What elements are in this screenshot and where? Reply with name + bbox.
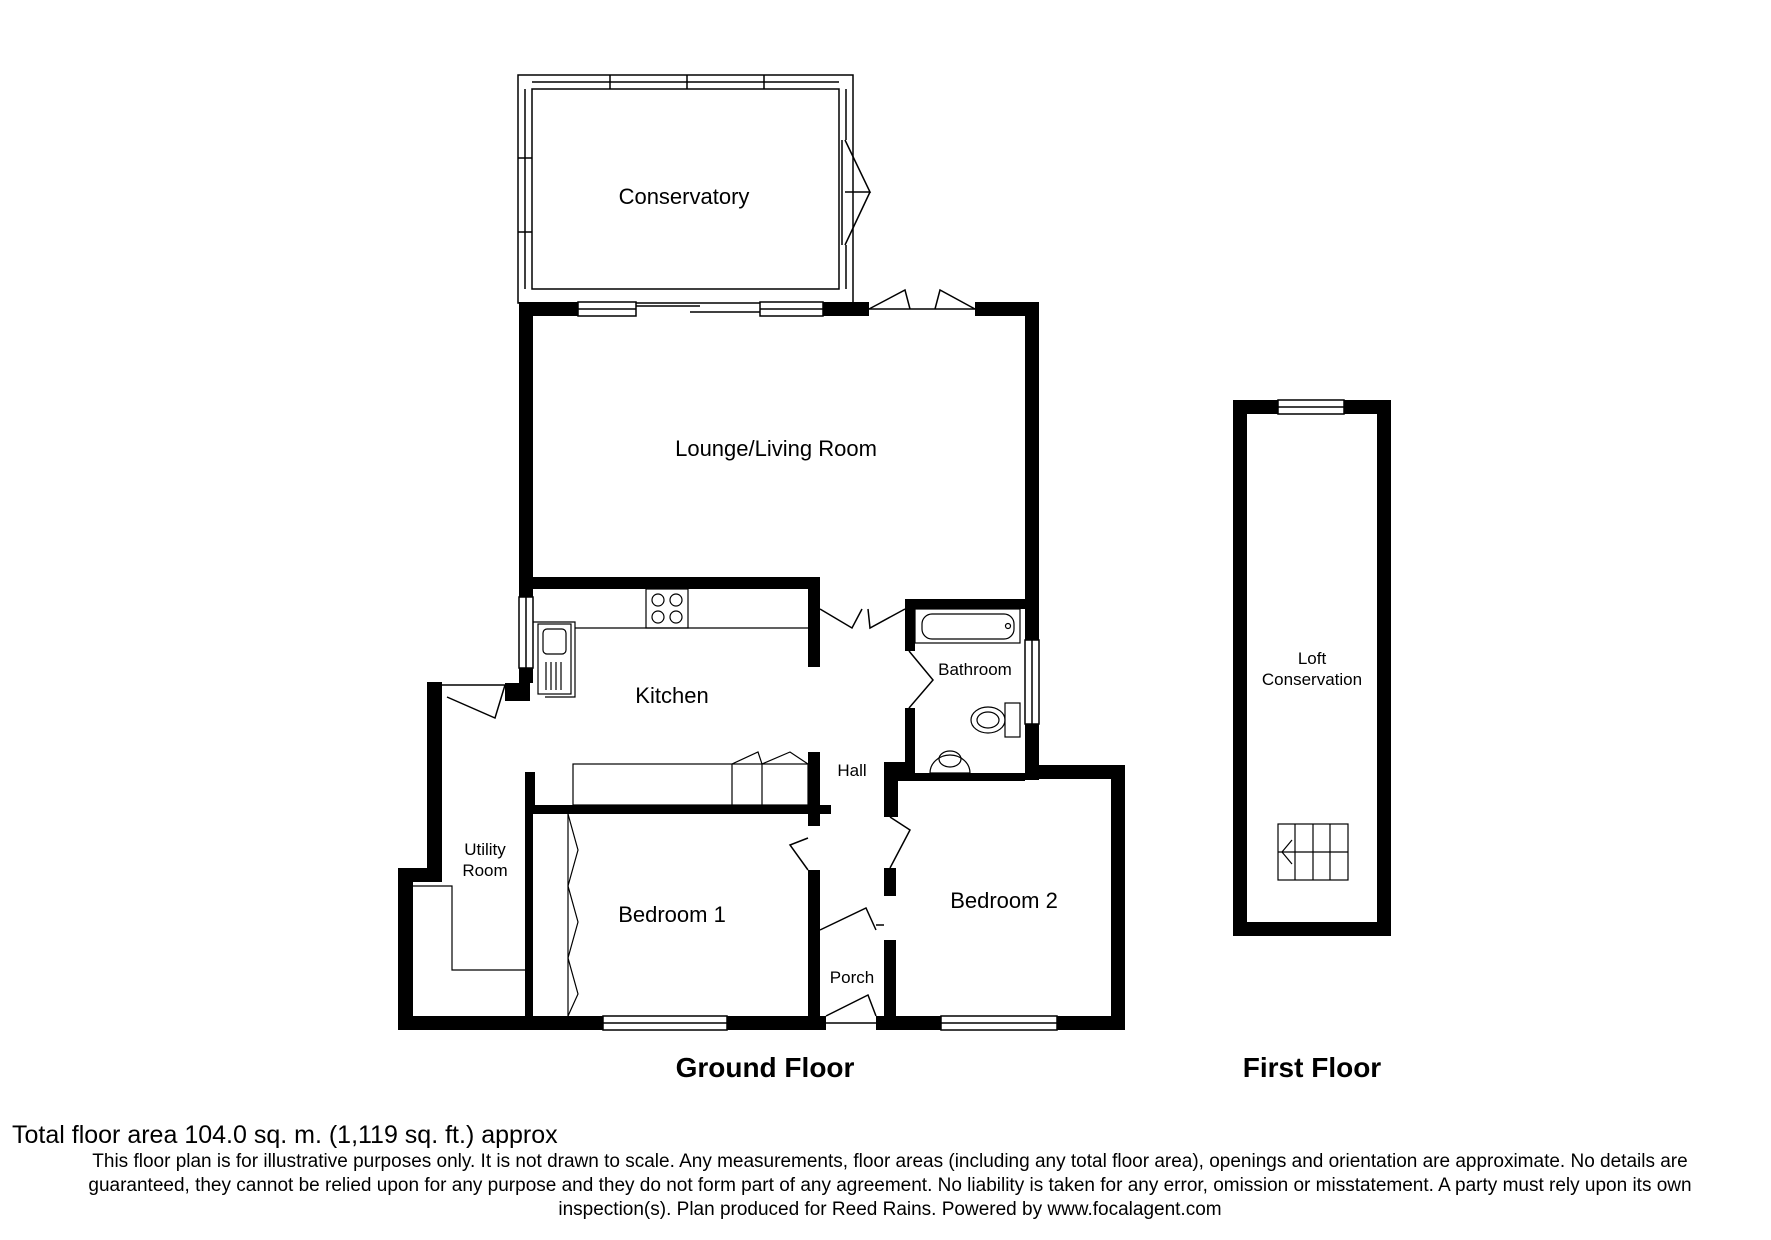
- utility-walls: [398, 682, 826, 1030]
- conservatory-side-door: [841, 139, 872, 246]
- bathroom-label: Bathroom: [938, 660, 1012, 679]
- bedroom2-label: Bedroom 2: [950, 888, 1058, 913]
- loft-label-line2: Conservation: [1262, 670, 1362, 689]
- kitchen-cupboard-doors: [731, 751, 809, 765]
- toilet-icon: [970, 702, 1021, 738]
- first-floor-plan: [1233, 399, 1391, 936]
- utility-label-line2: Room: [462, 861, 507, 880]
- lounge-label: Lounge/Living Room: [675, 436, 877, 461]
- conservatory-label: Conservatory: [619, 184, 750, 209]
- bedroom1-door: [788, 837, 809, 871]
- kitchen-window: [518, 596, 534, 669]
- bedroom2-walls: [884, 762, 1125, 1030]
- lounge-walls: [519, 302, 1039, 767]
- bathroom-walls: [884, 599, 1039, 781]
- bath-icon: [914, 608, 1021, 644]
- bathroom-door: [908, 650, 934, 709]
- kitchen-label: Kitchen: [635, 683, 708, 708]
- loft-walls: [1233, 400, 1391, 936]
- porch-inner-door: [819, 906, 884, 931]
- staircase-icon: [1277, 823, 1349, 881]
- porch-walls: [808, 927, 896, 1030]
- porch-front-door: [825, 993, 877, 1024]
- hob-icon: [645, 588, 689, 629]
- lounge-french-doors: [868, 288, 976, 310]
- bathroom-window: [1024, 639, 1040, 725]
- bedroom2-door: [889, 816, 911, 869]
- basin-icon: [929, 750, 971, 774]
- sink-icon: [537, 623, 572, 695]
- first-floor-title: First Floor: [1243, 1052, 1382, 1083]
- utility-door: [442, 684, 506, 720]
- bedroom2-window: [940, 1015, 1058, 1031]
- loft-window: [1277, 399, 1345, 415]
- lounge-top-openings: [577, 301, 824, 317]
- bedroom1-label: Bedroom 1: [618, 902, 726, 927]
- disclaimer-text: This floor plan is for illustrative purp…: [88, 1151, 1692, 1220]
- ground-floor-plan: [398, 74, 1125, 1031]
- bedroom1-wardrobe: [567, 813, 579, 1017]
- loft-label-line1: Loft: [1298, 649, 1327, 668]
- porch-label: Porch: [830, 968, 874, 987]
- total-floor-area: Total floor area 104.0 sq. m. (1,119 sq.…: [12, 1121, 558, 1149]
- ground-floor-title: Ground Floor: [676, 1052, 855, 1083]
- bedroom1-window: [602, 1015, 728, 1031]
- lounge-hall-door: [819, 608, 906, 630]
- conservatory-frame: [517, 74, 854, 304]
- kitchen-worktops: [533, 621, 809, 806]
- utility-worktop: [413, 885, 525, 971]
- utility-label-line1: Utility: [464, 840, 506, 859]
- hall-label: Hall: [837, 761, 866, 780]
